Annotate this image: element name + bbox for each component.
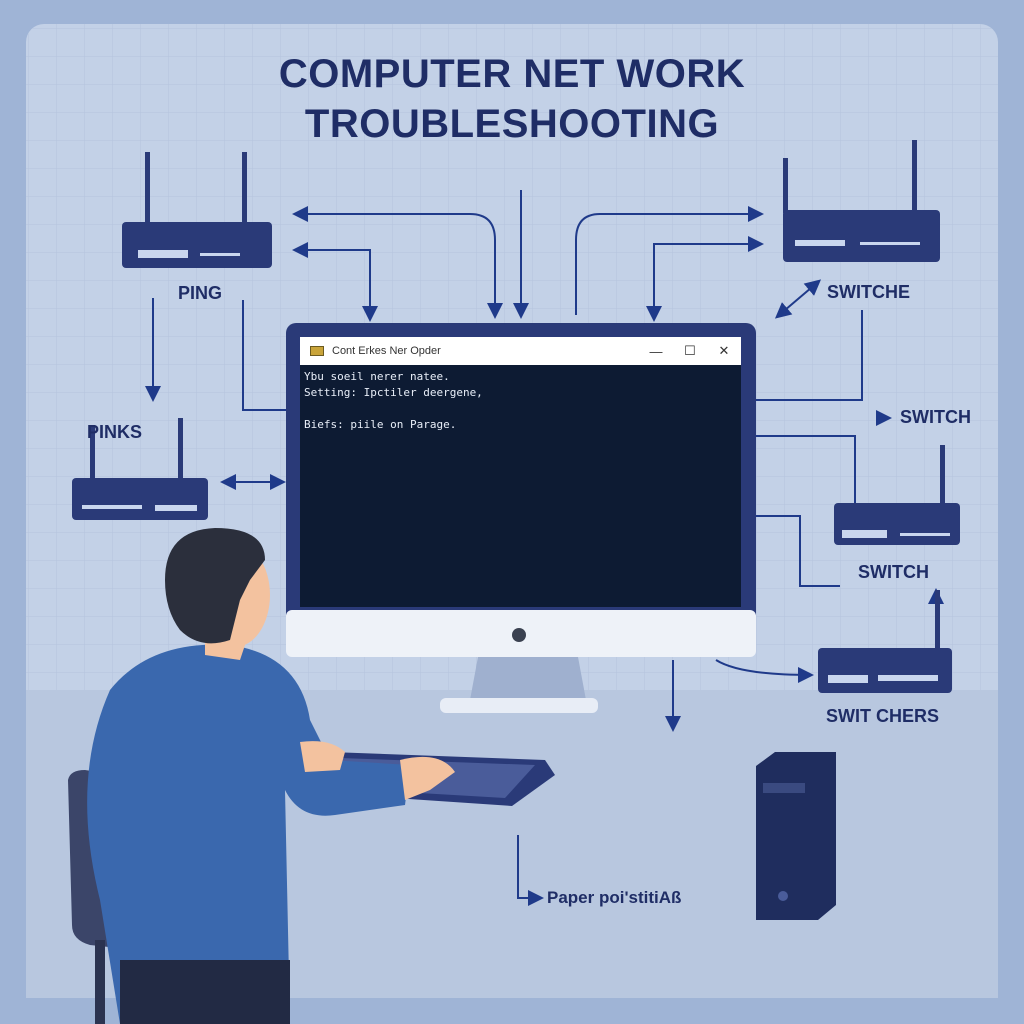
terminal-output[interactable]: Ybu soeil nerer natee. Setting: Ipctiler… (300, 365, 741, 437)
terminal-line (304, 401, 737, 417)
label-pinks: PINKS (87, 422, 143, 442)
maximize-button[interactable]: ☐ (684, 343, 696, 358)
terminal-app-icon (310, 346, 324, 356)
terminal-line: Ybu soeil nerer natee. (304, 370, 450, 383)
terminal-line: Setting: Ipctiler deergene, (304, 386, 483, 399)
terminal-window[interactable]: Cont Erkes Ner Opder — ☐ ✕ Ybu soeil ner… (300, 337, 741, 607)
label-paper: Paper poi'stitiAß (547, 888, 682, 907)
label-switchers: SWIT CHERS (826, 706, 940, 726)
label-switch-1: SWITCH (900, 407, 971, 427)
person (87, 528, 455, 1024)
minimize-button[interactable]: — (649, 343, 663, 359)
label-switch-2: SWITCH (858, 562, 929, 582)
terminal-title: Cont Erkes Ner Opder (332, 345, 441, 357)
title-line-2: TROUBLESHOOTING (304, 102, 720, 146)
label-ping: PING (178, 283, 223, 303)
label-switche: SWITCHE (827, 282, 910, 302)
title-line-1: COMPUTER NET WORK (278, 52, 746, 96)
tower (756, 752, 836, 920)
close-button[interactable]: ✕ (718, 343, 730, 358)
connection-arrows (145, 190, 944, 906)
terminal-title-bar[interactable]: Cont Erkes Ner Opder — ☐ ✕ (300, 337, 741, 365)
terminal-line: Biefs: piile on Parage. (304, 418, 457, 431)
